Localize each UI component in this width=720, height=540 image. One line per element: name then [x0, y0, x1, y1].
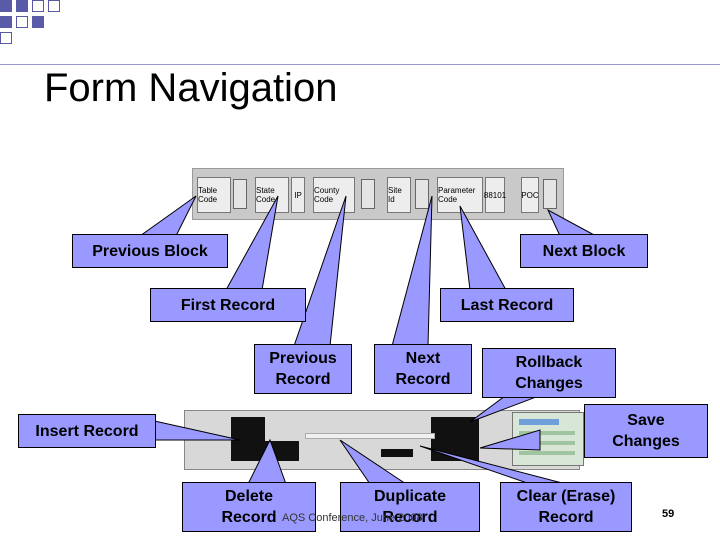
pointer-next-block [546, 208, 597, 237]
corner-square [48, 0, 60, 12]
pointer-clear-record [419, 445, 567, 485]
corner-square [0, 32, 12, 44]
pointer-last-record [459, 205, 507, 291]
callout-next-record: Next Record [374, 344, 472, 394]
field-button[interactable] [361, 179, 375, 209]
callout-insert-record: Insert Record [18, 414, 156, 448]
callout-clear-record: Clear (Erase) Record [500, 482, 632, 532]
callout-duplicate-record: Duplicate Record [340, 482, 480, 532]
page-number: 59 [662, 508, 675, 520]
corner-square [0, 0, 12, 12]
pointer-next-record [391, 195, 433, 347]
thumbnail-line [519, 441, 575, 445]
field-parameter-value[interactable]: 88101 [483, 177, 507, 213]
callout-next-block: Next Block [520, 234, 648, 268]
form-field-toolbar: Table Code State Code IP County Code Sit… [192, 168, 564, 220]
thumbnail-line [519, 451, 575, 455]
field-button[interactable] [233, 179, 247, 209]
pointer-save-changes [479, 429, 541, 451]
corner-square [32, 16, 44, 28]
pointer-first-record [225, 195, 279, 291]
field-county-code[interactable]: County Code [313, 177, 355, 213]
field-value: IP [294, 190, 302, 200]
field-poc[interactable]: POC [521, 177, 539, 213]
thumbnail-header [519, 419, 559, 425]
callout-first-record: First Record [150, 288, 306, 322]
corner-square [16, 0, 28, 12]
pointer-insert-record [149, 419, 241, 441]
pointer-delete-record [247, 438, 287, 485]
field-state-value[interactable]: IP [291, 177, 305, 213]
field-label: POC [521, 190, 539, 200]
field-button[interactable] [415, 179, 429, 209]
save-record-icon[interactable] [431, 417, 479, 461]
field-site-id[interactable]: Site Id [387, 177, 411, 213]
page-title: Form Navigation [44, 66, 338, 110]
corner-square [32, 0, 44, 12]
field-label: Table Code [198, 186, 218, 204]
callout-rollback-changes: Rollback Changes [482, 348, 616, 398]
duplicate-record-icon[interactable] [381, 449, 413, 457]
callout-save-changes: Save Changes [584, 404, 708, 458]
footer-conference: AQS Conference, June 2008 [282, 512, 423, 524]
callout-previous-block: Previous Block [72, 234, 228, 268]
corner-square [0, 16, 12, 28]
field-label: State Code [256, 186, 276, 204]
record-field [305, 433, 435, 439]
corner-square [16, 16, 28, 28]
callout-previous-record: Previous Record [254, 344, 352, 394]
pointer-previous-block [138, 195, 197, 237]
field-table-code[interactable]: Table Code [197, 177, 231, 213]
field-button[interactable] [543, 179, 557, 209]
field-label: Site Id [388, 186, 402, 204]
pointer-duplicate-record [339, 439, 408, 485]
field-label: County Code [314, 186, 340, 204]
callout-delete-record: Delete Record [182, 482, 316, 532]
field-value: 88101 [483, 190, 507, 200]
window-thumbnail [512, 412, 584, 466]
field-label: Parameter Code [438, 186, 476, 204]
title-rule [0, 64, 720, 65]
field-state-code[interactable]: State Code [255, 177, 289, 213]
callout-last-record: Last Record [440, 288, 574, 322]
pointer-previous-record [293, 195, 347, 347]
thumbnail-line [519, 431, 575, 435]
